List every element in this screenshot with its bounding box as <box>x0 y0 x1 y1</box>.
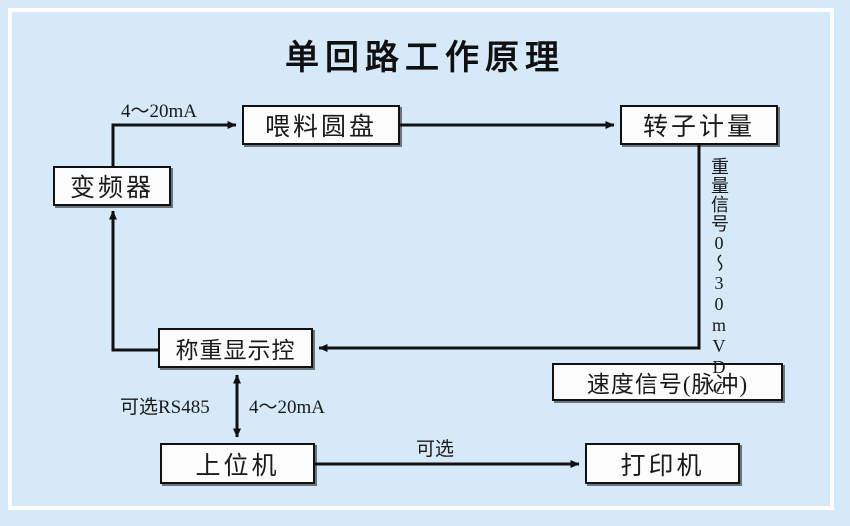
wire-weighing-to-inverter <box>109 210 158 352</box>
node-weighing-display[interactable]: 称重显示控 <box>158 328 313 368</box>
wire-rotor-to-weighing <box>318 145 701 352</box>
node-rotor-meter[interactable]: 转子计量 <box>620 105 778 145</box>
label-optional-print: 可选 <box>416 439 455 460</box>
label-weight-signal: 重量信号0～30mVDC <box>709 157 729 399</box>
node-host-computer[interactable]: 上位机 <box>160 443 315 484</box>
label-current-loop: 4～20mA <box>249 397 326 418</box>
node-speed-signal[interactable]: 速度信号(脉冲) <box>552 363 783 401</box>
node-printer[interactable]: 打印机 <box>585 443 740 484</box>
label-inverter-to-feeder: 4～20mA <box>121 101 198 122</box>
wire-inverter-to-feeder <box>111 121 237 166</box>
diagram-title: 单回路工作原理 <box>285 38 565 78</box>
label-optional-rs485: 可选RS485 <box>120 397 210 418</box>
node-feeder-disc[interactable]: 喂料圆盘 <box>242 105 400 145</box>
node-inverter[interactable]: 变频器 <box>53 166 171 206</box>
